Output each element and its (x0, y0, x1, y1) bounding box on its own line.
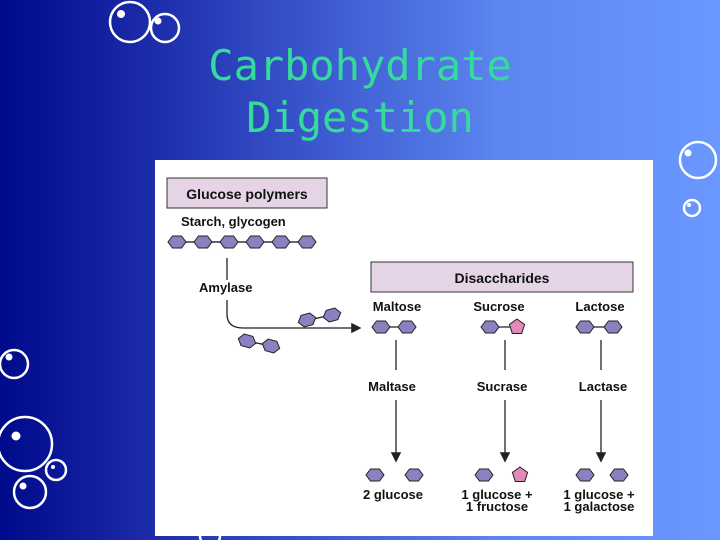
starch-glycogen-label: Starch, glycogen (181, 214, 286, 229)
maltase-label: Maltase (368, 379, 416, 394)
oligosaccharide-fragments (237, 307, 342, 354)
sucrose-label: Sucrose (473, 299, 524, 314)
glucose-ring-icon (237, 333, 257, 349)
sucrase-product-line2: 1 fructose (466, 499, 528, 514)
glucose-ring-icon (271, 235, 291, 249)
glucose-ring-icon (371, 320, 391, 334)
bubble-icon (0, 415, 54, 473)
bubble-icon (44, 458, 68, 482)
glucose-ring-icon (297, 235, 317, 249)
glucose-ring-icon (219, 235, 239, 249)
glucose-ring-icon (404, 468, 424, 482)
slide-title: Carbohydrate Digestion (170, 40, 550, 144)
disaccharide-molecules (371, 318, 623, 334)
lactase-product-line1: 1 glucose + (563, 487, 635, 502)
disaccharides-label: Disaccharides (455, 270, 550, 286)
glucose-polymers-box (166, 177, 328, 209)
sucrase-product-line1: 1 glucose + (461, 487, 533, 502)
bubble-icon (0, 348, 30, 380)
bubble-icon (682, 198, 702, 218)
title-line-1: Carbohydrate (208, 41, 512, 90)
glucose-polymers-label: Glucose polymers (186, 186, 308, 202)
glucose-ring-icon (575, 468, 595, 482)
fructose-ring-icon (511, 466, 529, 482)
glucose-ring-icon (474, 468, 494, 482)
glucose-ring-icon (365, 468, 385, 482)
glucose-ring-icon (245, 235, 265, 249)
bubble-icon (678, 140, 718, 180)
glucose-ring-icon (297, 312, 317, 328)
fructose-ring-icon (508, 318, 526, 334)
glucose-ring-icon (167, 235, 187, 249)
lactose-label: Lactose (575, 299, 624, 314)
lactase-label: Lactase (579, 379, 627, 394)
amylase-label: Amylase (199, 280, 252, 295)
bubble-icon (149, 12, 181, 44)
glucose-ring-icon (397, 320, 417, 334)
disaccharides-box (370, 261, 634, 293)
title-line-2: Digestion (246, 93, 474, 142)
glucose-ring-icon (261, 338, 281, 354)
starch-chain (167, 235, 317, 249)
amylase-arrow (226, 300, 362, 334)
product-molecules (365, 466, 629, 482)
digestion-diagram: Glucose polymers Starch, glycogen Amylas… (155, 160, 653, 536)
bubble-icon (108, 0, 152, 44)
sucrase-label: Sucrase (477, 379, 528, 394)
bubble-icon (12, 474, 48, 510)
galactose-ring-icon (609, 468, 629, 482)
glucose-ring-icon (322, 307, 342, 323)
glucose-ring-icon (575, 320, 595, 334)
maltose-label: Maltose (373, 299, 421, 314)
glucose-ring-icon (480, 320, 500, 334)
maltase-product-line1: 2 glucose (363, 487, 423, 502)
lactase-product-line2: 1 galactose (564, 499, 635, 514)
glucose-ring-icon (193, 235, 213, 249)
galactose-ring-icon (603, 320, 623, 334)
